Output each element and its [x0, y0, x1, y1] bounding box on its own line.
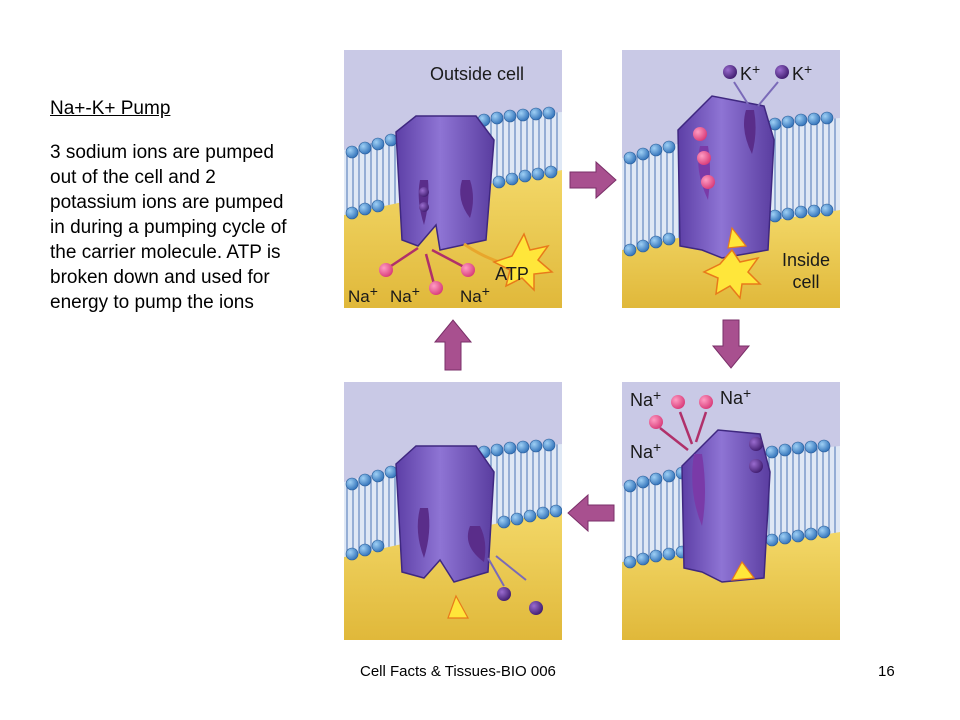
atp-label: ATP: [495, 264, 529, 284]
cycle-arrow-right: [569, 160, 617, 200]
inside-cell-label-2: cell: [792, 272, 819, 292]
svg-text:Na+: Na+: [630, 439, 661, 462]
svg-text:Na+: Na+: [460, 283, 490, 306]
pump-stage-1-panel: ATP Outside cell Na+ Na+ Na+: [344, 50, 562, 308]
cycle-arrow-up: [433, 319, 473, 371]
pump-stage-3-panel: Na+ Na+ Na+: [622, 382, 840, 640]
cycle-arrow-left: [567, 493, 615, 533]
svg-text:K+: K+: [792, 61, 812, 84]
slide-body-text: 3 sodium ions are pumped out of the cell…: [50, 142, 287, 313]
svg-text:K+: K+: [740, 61, 760, 84]
cycle-arrow-down: [711, 319, 751, 369]
svg-text:Na+: Na+: [720, 385, 751, 408]
pump-stage-2-panel: K+ K+ Inside cell: [622, 50, 840, 308]
footer-course-title: Cell Facts & Tissues-BIO 006: [360, 663, 556, 680]
svg-text:Na+: Na+: [630, 387, 661, 410]
svg-text:Na+: Na+: [348, 283, 378, 306]
inside-cell-label-1: Inside: [782, 250, 830, 270]
slide-title: Na+-K+ Pump: [50, 98, 171, 119]
outside-cell-label: Outside cell: [430, 64, 524, 84]
slide-number: 16: [878, 663, 895, 680]
svg-text:Na+: Na+: [390, 283, 420, 306]
pump-stage-4-panel: [344, 382, 562, 640]
